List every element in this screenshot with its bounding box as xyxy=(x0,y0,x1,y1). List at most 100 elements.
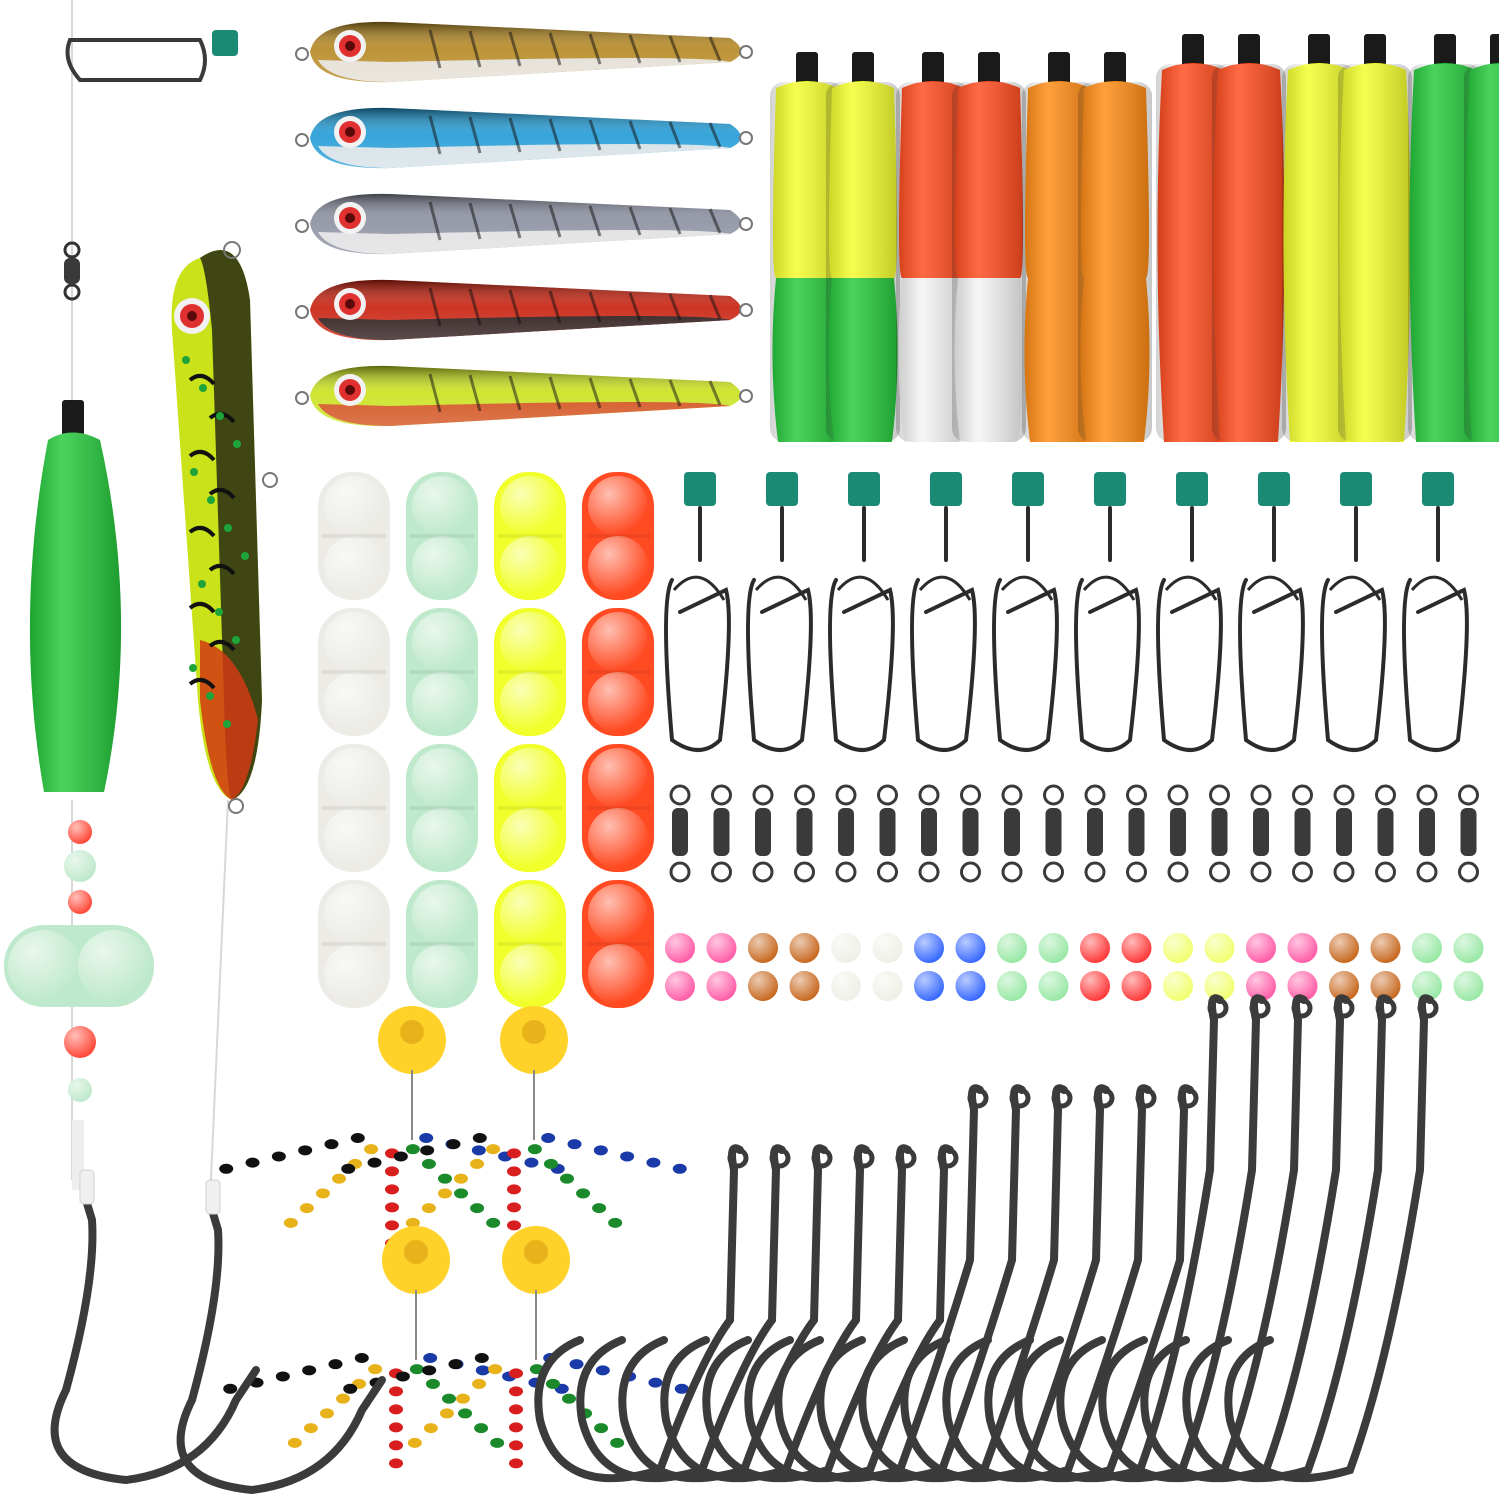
hook-eye xyxy=(1135,1087,1157,1109)
float-shading xyxy=(1338,64,1412,442)
lure-shine xyxy=(310,279,741,341)
bobber-stop xyxy=(341,1006,687,1249)
stop-hole xyxy=(400,1020,424,1044)
hook-eye xyxy=(853,1147,875,1169)
float-cap xyxy=(852,52,874,86)
knot-wrap xyxy=(79,1169,95,1205)
barrel-swivel xyxy=(918,784,940,883)
lure-spot xyxy=(232,636,240,644)
bead-shine xyxy=(68,1078,92,1102)
bead-shine xyxy=(324,536,384,596)
swivel-eye xyxy=(1084,784,1106,806)
rattle-bead xyxy=(318,880,390,1008)
float-shading xyxy=(1022,82,1096,442)
hook-eye xyxy=(967,1087,989,1109)
snap-stop-clip xyxy=(1012,472,1044,506)
stop-bead xyxy=(594,1423,609,1434)
stop-bead xyxy=(328,1359,343,1370)
snap-swivel xyxy=(664,472,731,752)
stop-bead xyxy=(343,1383,358,1394)
swivel-barrel xyxy=(921,808,937,856)
stop-bead xyxy=(448,1359,463,1370)
bead-shine xyxy=(324,884,384,944)
circle-hook xyxy=(1056,994,1271,1483)
bead-shine xyxy=(1080,971,1110,1001)
barrel-swivel xyxy=(1292,784,1313,883)
lure-shine xyxy=(310,365,741,427)
stop-bead xyxy=(472,1378,487,1389)
foam-float xyxy=(1408,34,1482,442)
snap-wire xyxy=(664,506,731,752)
bead-shine xyxy=(665,933,695,963)
snap-swivel xyxy=(1074,472,1141,752)
snap-loop xyxy=(918,575,972,601)
swivel-eye xyxy=(1375,784,1396,806)
stop-bead xyxy=(385,1166,399,1177)
stop-bead xyxy=(454,1188,469,1199)
swivel-eye xyxy=(1292,784,1313,806)
stop-bead xyxy=(407,1437,422,1448)
lure-stripe xyxy=(708,380,722,406)
bead-shine xyxy=(1370,933,1401,963)
barrel-swivel xyxy=(752,784,774,883)
swivel-eye xyxy=(1458,784,1479,806)
bead-shine xyxy=(588,748,648,808)
lure-stripe xyxy=(668,207,682,235)
rattle-bead xyxy=(494,744,566,872)
stop-bead xyxy=(545,1378,560,1389)
bead-shine xyxy=(706,971,737,1001)
bead-shine xyxy=(8,930,80,1002)
bead-shine xyxy=(500,476,560,536)
swivel-eye xyxy=(1458,861,1479,883)
snap-loop xyxy=(1410,575,1464,601)
stop-bead xyxy=(509,1422,523,1433)
lure-stripe xyxy=(468,30,482,68)
lure-stripe xyxy=(588,377,602,409)
hook-eye xyxy=(727,1147,749,1169)
snap-loop xyxy=(1082,575,1136,601)
line-tie xyxy=(295,305,309,319)
stop-bead xyxy=(509,1386,523,1397)
bead-shine xyxy=(500,612,560,672)
hook-wire xyxy=(1224,994,1434,1483)
stop-bead xyxy=(475,1365,490,1376)
stop-bead xyxy=(646,1157,661,1168)
snap-swivel xyxy=(1238,472,1305,752)
stop-bead xyxy=(458,1408,473,1419)
stop-bead xyxy=(421,1158,436,1169)
lure-stripe xyxy=(668,293,682,321)
lure-stripe xyxy=(188,373,216,386)
bead-shine xyxy=(412,748,472,808)
lure-stripe xyxy=(428,201,442,241)
swivel-barrel xyxy=(838,808,854,856)
stop-bead xyxy=(405,1217,420,1228)
line-tie xyxy=(295,133,309,147)
snap-loop xyxy=(1246,575,1300,601)
stop-bead xyxy=(287,1437,302,1448)
bead-shine xyxy=(324,612,384,672)
hook-eye xyxy=(1093,1087,1115,1109)
stop-bead xyxy=(456,1393,471,1404)
snap-wire xyxy=(828,506,895,752)
foam-float xyxy=(1212,34,1286,442)
bead-shine xyxy=(1204,971,1235,1001)
bead-shine xyxy=(706,933,737,963)
bead-shine xyxy=(412,476,472,536)
swivel-eye xyxy=(63,283,81,301)
swivel-eye xyxy=(1416,861,1438,883)
barrel-swivel-row xyxy=(669,784,1479,883)
swivel-eye xyxy=(835,784,857,806)
lure-stripe xyxy=(588,119,602,151)
rattle-bead xyxy=(582,880,654,1008)
stop-bead xyxy=(509,1404,523,1415)
foam-float xyxy=(770,52,844,442)
rig-hook xyxy=(50,1196,260,1485)
stop-bead xyxy=(471,1145,486,1156)
swivel-eye xyxy=(711,784,732,806)
stop-bead xyxy=(490,1437,505,1448)
snap-stop-clip xyxy=(1422,472,1454,506)
stop-bead xyxy=(474,1423,489,1434)
stop-bead xyxy=(422,1365,437,1376)
snap-wire xyxy=(992,506,1059,752)
lure-stripe xyxy=(428,115,442,155)
